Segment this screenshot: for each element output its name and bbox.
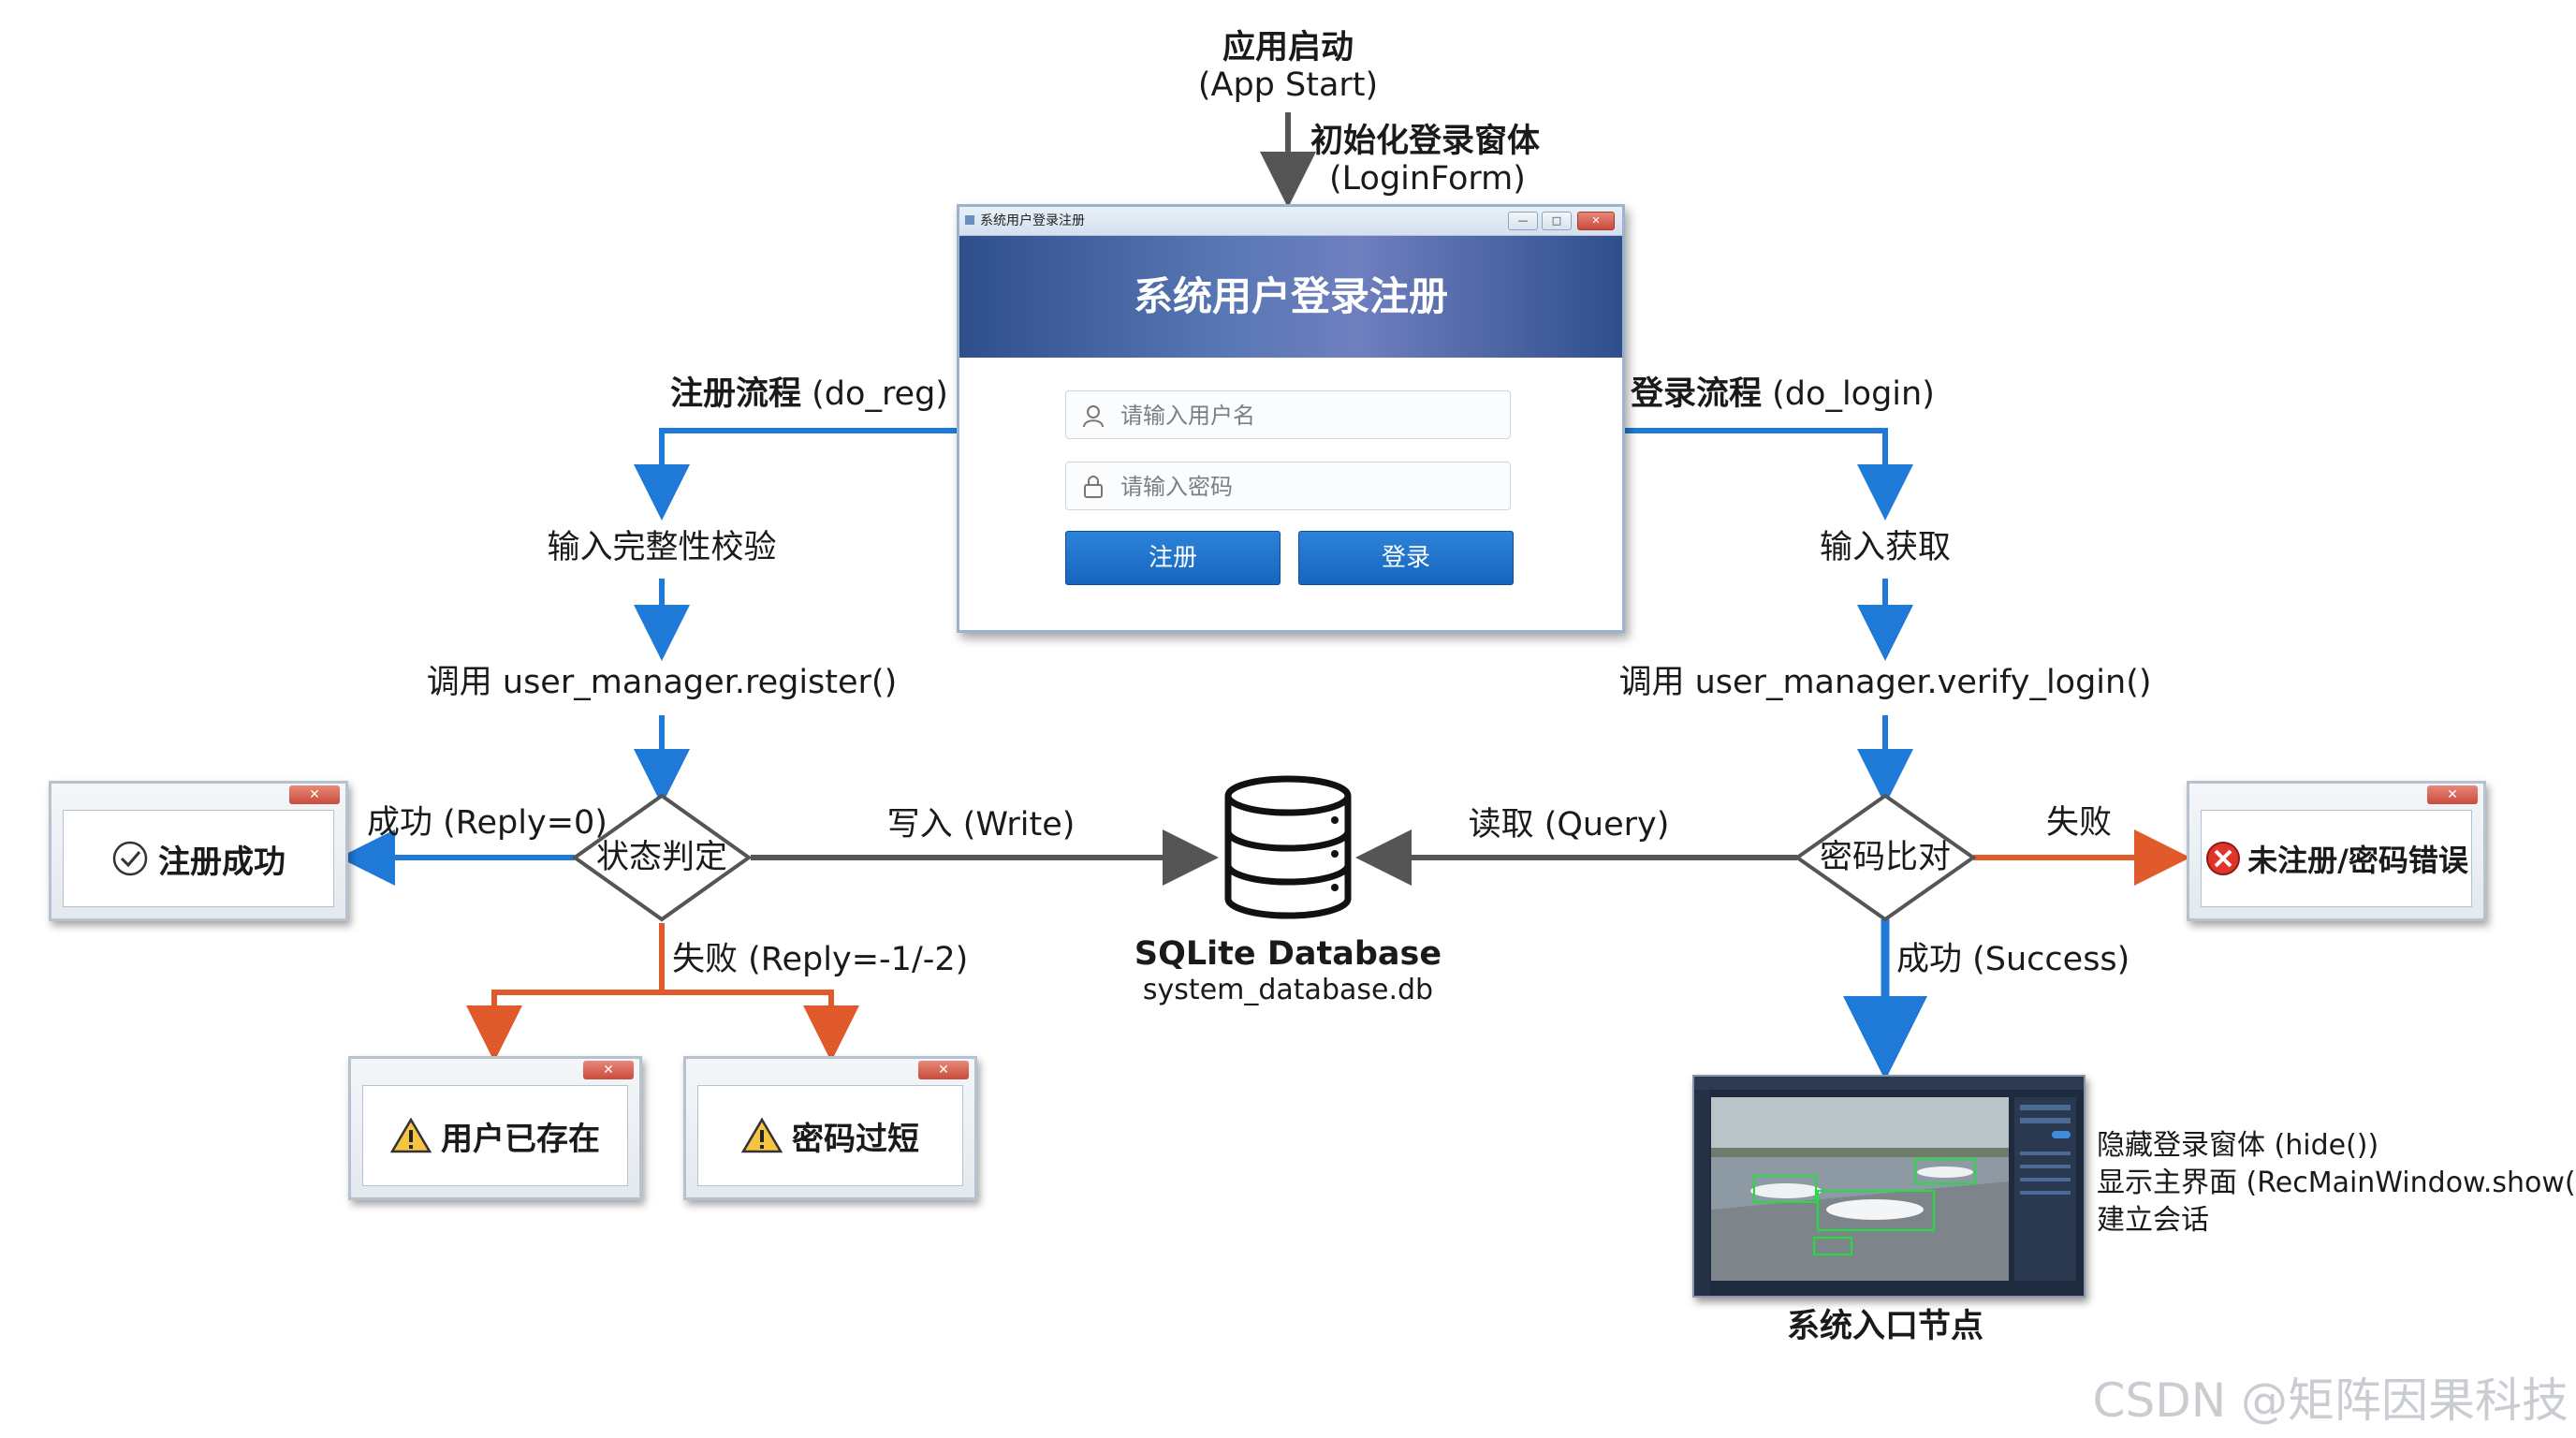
login-decision-diamond <box>1793 793 1977 922</box>
init-login-subtitle: (LoginForm) <box>1329 160 1526 198</box>
dialog-close-button[interactable]: ✕ <box>583 1061 634 1079</box>
warning-icon <box>741 1117 783 1153</box>
arrow-to-login-flow <box>1619 428 1913 521</box>
login-window-titlebar: 系统用户登录注册 — □ ✕ <box>959 207 1622 236</box>
read-label: 读取 (Query) <box>1468 806 1670 844</box>
app-start-title: 应用启动 <box>1222 29 1354 66</box>
login-flow-title: 登录流程 <box>1631 375 1763 413</box>
maximize-button[interactable]: □ <box>1542 212 1572 230</box>
dialog-close-button[interactable]: ✕ <box>289 785 340 804</box>
minimize-button[interactable]: — <box>1508 212 1538 230</box>
dialog-close-button[interactable]: ✕ <box>2427 785 2478 804</box>
password-input[interactable]: 请输入密码 <box>1065 462 1511 510</box>
login-window-title: 系统用户登录注册 <box>980 213 1085 228</box>
login-step-input: 输入获取 <box>1819 529 1952 566</box>
login-decision-label: 密码比对 <box>1819 839 1952 876</box>
detection-video-frame <box>1711 1097 2009 1281</box>
main-window-titlebar <box>1694 1077 2084 1090</box>
login-fail-dialog: ✕ 未注册/密码错误 <box>2187 781 2486 921</box>
login-banner: 系统用户登录注册 <box>959 236 1622 358</box>
arrow-register-fail-right <box>662 990 859 1062</box>
app-start-subtitle: (App Start) <box>1197 66 1379 104</box>
write-label: 写入 (Write) <box>886 806 1076 844</box>
login-success-action-3: 建立会话 <box>2097 1204 2209 1237</box>
database-name: SQLite Database <box>1134 935 1442 973</box>
login-step-call: 调用 user_manager.verify_login() <box>1618 664 2152 701</box>
arrow-to-register-flow <box>634 428 957 521</box>
register-decision-label: 状态判定 <box>595 839 728 876</box>
password-short-dialog: ✕ 密码过短 <box>683 1056 977 1200</box>
login-flow-label: 登录流程 (do_login) <box>1631 374 1935 414</box>
database-icon <box>1224 775 1352 919</box>
main-window-control-panel <box>2014 1097 2076 1281</box>
login-fail-text: 未注册/密码错误 <box>2247 843 2468 878</box>
system-entry-node-label: 系统入口节点 <box>1786 1308 1984 1345</box>
register-button[interactable]: 注册 <box>1065 531 1281 585</box>
login-button[interactable]: 登录 <box>1298 531 1514 585</box>
register-success-dialog: ✕ 注册成功 <box>49 781 348 921</box>
register-flow-title: 注册流程 <box>670 375 802 413</box>
warning-icon <box>390 1117 432 1153</box>
database-file: system_database.db <box>1142 974 1434 1006</box>
user-exists-text: 用户已存在 <box>441 1120 600 1158</box>
login-fail-label: 失败 <box>2046 804 2113 842</box>
main-window-thumbnail <box>1692 1075 2086 1298</box>
login-success-action-1: 隐藏登录窗体 (hide()) <box>2097 1129 2379 1162</box>
watermark: CSDN @矩阵因果科技 <box>2092 1373 2569 1428</box>
register-decision-diamond <box>571 793 753 922</box>
register-fail-label: 失败 (Reply=-1/-2) <box>672 941 969 978</box>
arrow-register-fail-left <box>466 923 665 1062</box>
username-placeholder: 请输入用户名 <box>1120 403 1255 429</box>
user-exists-dialog: ✕ 用户已存在 <box>348 1056 642 1200</box>
dialog-close-button[interactable]: ✕ <box>918 1061 969 1079</box>
lock-icon <box>1084 476 1103 498</box>
login-success-label: 成功 (Success) <box>1896 941 2130 978</box>
password-placeholder: 请输入密码 <box>1120 474 1233 500</box>
register-flow-label: 注册流程 (do_reg) <box>670 374 948 414</box>
register-success-text: 注册成功 <box>158 843 285 881</box>
main-window-sidebar <box>1694 1090 1709 1296</box>
register-flow-code: (do_reg) <box>812 375 948 413</box>
login-flow-code: (do_login) <box>1772 375 1935 413</box>
login-window: 系统用户登录注册 — □ ✕ 系统用户登录注册 请输入用户名 请输入密码 注册 … <box>957 204 1625 633</box>
login-success-action-2: 显示主界面 (RecMainWindow.show()) <box>2097 1167 2576 1199</box>
init-login-title: 初始化登录窗体 <box>1310 123 1541 160</box>
username-input[interactable]: 请输入用户名 <box>1065 390 1511 439</box>
register-success-label: 成功 (Reply=0) <box>367 804 607 842</box>
user-icon <box>1083 405 1104 428</box>
error-icon <box>2206 842 2241 875</box>
close-button[interactable]: ✕ <box>1577 212 1615 230</box>
app-icon <box>965 215 974 225</box>
check-circle-icon <box>112 841 148 876</box>
register-step-validate: 输入完整性校验 <box>547 529 777 566</box>
register-step-call: 调用 user_manager.register() <box>426 664 898 701</box>
password-short-text: 密码过短 <box>792 1120 919 1158</box>
